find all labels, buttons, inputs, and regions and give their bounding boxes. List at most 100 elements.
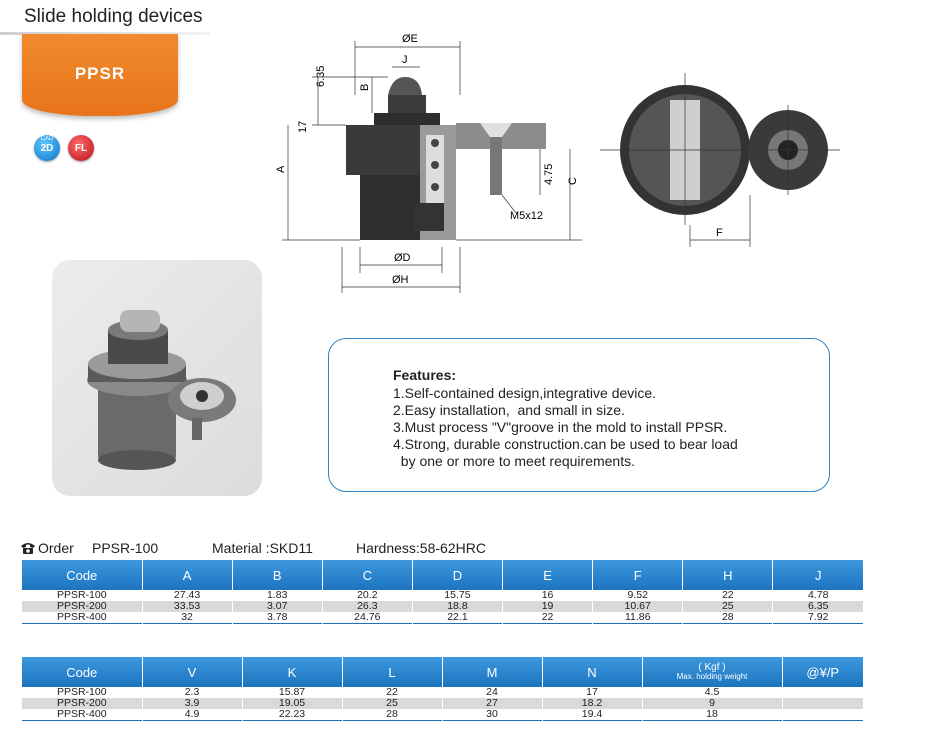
- phone-icon: [21, 543, 35, 554]
- col-header: F: [592, 560, 683, 590]
- col-header: Code: [22, 657, 142, 687]
- fl-badge-icon[interactable]: FL: [68, 135, 94, 161]
- col-header-weight: ( Kgf ) Max. holding weight: [641, 657, 782, 687]
- dim-label-d: ØD: [394, 252, 411, 264]
- table-cell: 18.8: [411, 601, 503, 612]
- table-cell: 22.23: [241, 709, 342, 721]
- product-photo-image: [87, 310, 236, 470]
- table-cell: PPSR-100: [22, 687, 142, 698]
- table-cell: 4.78: [772, 590, 863, 601]
- cad-badge-label: 2D: [40, 143, 54, 154]
- col-header: J: [772, 560, 863, 590]
- table-cell: 19.4: [541, 709, 642, 721]
- dim-label-a: A: [275, 165, 287, 173]
- table-cell: 4.9: [141, 709, 242, 721]
- col-header: L: [341, 657, 442, 687]
- dim-label-635: 6.35: [315, 66, 327, 87]
- table-row: PPSR-200 33.53 3.07 26.3 18.8 19 10.67 2…: [22, 601, 863, 612]
- table-cell: 27.43: [141, 590, 233, 601]
- col-header: B: [231, 560, 323, 590]
- table-cell: 7.92: [772, 612, 863, 624]
- table-header-row: Code A B C D E F H J: [22, 560, 863, 590]
- table-cell: 25: [682, 601, 773, 612]
- page-title: Slide holding devices: [24, 6, 203, 27]
- product-name: PPSR: [74, 64, 126, 83]
- table-cell: 3.78: [231, 612, 323, 624]
- table-cell: 4.5: [641, 687, 782, 698]
- table-cell: 15.87: [241, 687, 342, 698]
- table-row: PPSR-400 32 3.78 24.76 22.1 22 11.86 28 …: [22, 612, 863, 624]
- table-cell: PPSR-200: [22, 698, 142, 709]
- table-cell: [781, 687, 863, 698]
- feature-line-2: 2.Easy installation, and small in size.: [393, 402, 625, 418]
- feature-line-4: 4.Strong, durable construction.can be us…: [393, 436, 738, 452]
- col-header: N: [541, 657, 642, 687]
- col-header: M: [441, 657, 542, 687]
- table-cell: 16: [501, 590, 593, 601]
- table-cell: PPSR-200: [22, 601, 142, 612]
- dimension-table: Code A B C D E F H J PPSR-100 27.43 1.83…: [22, 560, 863, 624]
- col-header: K: [241, 657, 342, 687]
- table-header-row: Code V K L M N ( Kgf ) Max. holding weig…: [22, 657, 863, 687]
- dim-label-475: 4.75: [543, 164, 555, 185]
- table-cell: 1.83: [231, 590, 323, 601]
- features-title: Features:: [393, 367, 457, 383]
- table-cell: 3.07: [231, 601, 323, 612]
- col-header: Code: [22, 560, 142, 590]
- features-box: Features: 1.Self-contained design,integr…: [328, 338, 830, 492]
- side-view: [346, 77, 546, 240]
- feature-line-5: by one or more to meet requirements.: [393, 453, 635, 469]
- title-underline: [0, 32, 210, 35]
- table-cell: 20.2: [321, 590, 413, 601]
- order-code: PPSR-100: [92, 540, 159, 556]
- table-row: PPSR-100 2.3 15.87 22 24 17 4.5: [22, 687, 863, 698]
- col-header: A: [141, 560, 233, 590]
- table-cell: 22: [682, 590, 773, 601]
- dim-label-b: B: [359, 84, 371, 91]
- table-cell: 6.35: [772, 601, 863, 612]
- col-header-unit: ( Kgf ): [698, 662, 726, 673]
- material-label: Material :SKD11: [212, 540, 313, 556]
- col-header: V: [141, 657, 242, 687]
- table-cell: [781, 709, 863, 721]
- feature-line-3: 3.Must process "V"groove in the mold to …: [393, 419, 728, 435]
- table-cell: 10.67: [592, 601, 683, 612]
- table-cell: 24.76: [321, 612, 413, 624]
- col-header-subtitle: Max. holding weight: [676, 672, 748, 681]
- table-cell: 18.2: [541, 698, 642, 709]
- dim-label-screw: M5x12: [510, 210, 543, 222]
- dim-label-17: 17: [297, 121, 309, 133]
- table-cell: [781, 698, 863, 709]
- dim-label-c: C: [567, 177, 579, 185]
- table-cell: 15.75: [411, 590, 503, 601]
- dim-label-j: J: [402, 54, 408, 66]
- col-header: H: [682, 560, 773, 590]
- table-row: PPSR-400 4.9 22.23 28 30 19.4 18: [22, 709, 863, 721]
- dim-label-e: ØE: [402, 33, 418, 45]
- dim-label-h: ØH: [392, 274, 409, 286]
- table-cell: 22: [501, 612, 593, 624]
- table-cell: 26.3: [321, 601, 413, 612]
- product-tab: PPSR: [22, 34, 178, 116]
- table-row: PPSR-200 3.9 19.05 25 27 18.2 9: [22, 698, 863, 709]
- table-cell: 33.53: [141, 601, 233, 612]
- table-row: PPSR-100 27.43 1.83 20.2 15.75 16 9.52 2…: [22, 590, 863, 601]
- col-header: @¥/P: [781, 657, 863, 687]
- table-cell: 27: [441, 698, 542, 709]
- table-cell: 9: [641, 698, 782, 709]
- feature-line-1: 1.Self-contained design,integrative devi…: [393, 385, 657, 401]
- table-cell: 22: [341, 687, 442, 698]
- col-header: D: [411, 560, 503, 590]
- table-cell: 11.86: [592, 612, 683, 624]
- table-cell: 22.1: [411, 612, 503, 624]
- cad-2d-badge-icon[interactable]: CAD 2D: [34, 135, 60, 161]
- table-cell: PPSR-100: [22, 590, 142, 601]
- col-header: C: [321, 560, 413, 590]
- dim-label-f: F: [716, 227, 723, 239]
- table-cell: 3.9: [141, 698, 242, 709]
- table-cell: 19: [501, 601, 593, 612]
- fl-badge-label: FL: [74, 143, 88, 154]
- table-cell: PPSR-400: [22, 709, 142, 721]
- table-cell: 18: [641, 709, 782, 721]
- table-cell: PPSR-400: [22, 612, 142, 624]
